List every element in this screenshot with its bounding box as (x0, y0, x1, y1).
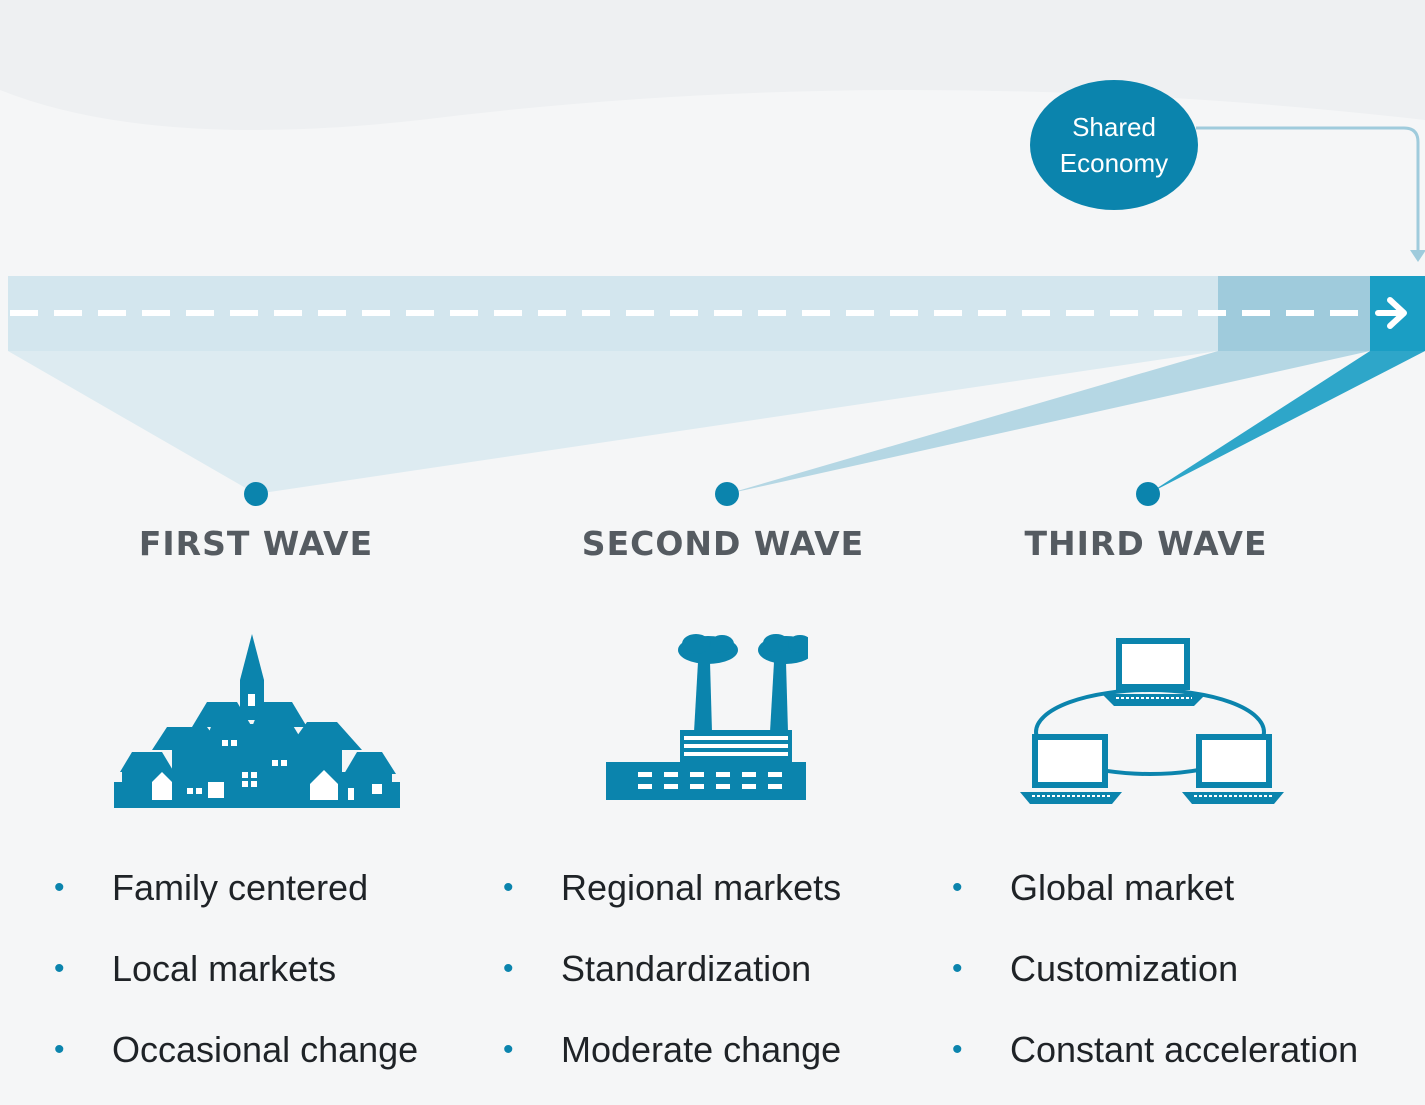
third-wave-marker (1136, 482, 1160, 506)
first-wave-marker (244, 482, 268, 506)
third-wave-bullets: • Global market • Customization • Constant … (952, 862, 1358, 1105)
list-item: • Local markets (54, 943, 418, 1024)
bullet-icon: • (503, 952, 514, 985)
first-wave-bullets: • Family centered • Local markets • Occasio… (54, 862, 418, 1105)
callout-connector-arrow-icon (1410, 250, 1425, 262)
bullet-text: Regional markets (561, 867, 842, 908)
second-wave-title: SECOND WAVE (581, 524, 865, 563)
bullet-text: Customization (1010, 948, 1239, 989)
village-icon (114, 634, 400, 808)
second-wave-marker (715, 482, 739, 506)
bullet-icon: • (952, 952, 963, 985)
network-laptops-icon (1020, 638, 1284, 804)
shared-economy-callout: Shared Economy (1030, 80, 1198, 210)
timeline-arrow-icon (1375, 297, 1407, 329)
bullet-icon: • (54, 1033, 65, 1066)
list-item: • Global market (952, 862, 1358, 943)
list-item: • Family centered (54, 862, 418, 943)
bullet-icon: • (952, 1033, 963, 1066)
bullet-text: Moderate change (561, 1029, 842, 1070)
bullet-text: Standardization (561, 948, 812, 989)
bullet-icon: • (503, 1033, 514, 1066)
second-wave-bullets: • Regional markets • Standardization • Mode… (503, 862, 841, 1105)
first-wave-title: FIRST WAVE (138, 524, 374, 563)
callout-line-1: Shared (1072, 112, 1156, 142)
list-item: • Occasional change (54, 1024, 418, 1105)
first-wave-wedge (8, 351, 1218, 494)
bullet-text: Constant acceleration (1010, 1029, 1359, 1070)
bullet-text: Family centered (112, 867, 369, 908)
callout-line-2: Economy (1059, 148, 1169, 178)
bullet-text: Occasional change (112, 1029, 419, 1070)
bullet-icon: • (54, 871, 65, 904)
list-item: • Moderate change (503, 1024, 841, 1105)
list-item: • Standardization (503, 943, 841, 1024)
factory-icon (606, 634, 808, 800)
list-item: • Customization (952, 943, 1358, 1024)
list-item: • Regional markets (503, 862, 841, 943)
bullet-icon: • (54, 952, 65, 985)
callout-connector (1196, 126, 1420, 250)
bullet-icon: • (503, 871, 514, 904)
bullet-text: Global market (1010, 867, 1235, 908)
bullet-text: Local markets (112, 948, 337, 989)
second-wave-wedge (727, 351, 1370, 494)
bullet-icon: • (952, 871, 963, 904)
third-wave-wedge (1148, 351, 1425, 494)
third-wave-title: THIRD WAVE (1024, 524, 1268, 563)
list-item: • Constant acceleration (952, 1024, 1358, 1105)
